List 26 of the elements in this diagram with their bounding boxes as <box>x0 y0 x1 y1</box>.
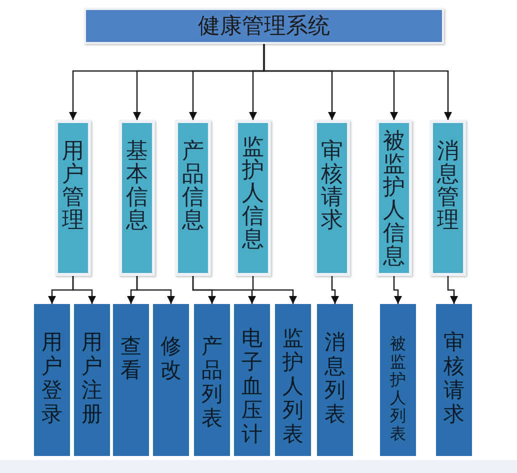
function-box: 消息列表 <box>317 304 353 456</box>
connector-arrow <box>192 276 256 304</box>
module-box: 基本信息 <box>119 120 155 276</box>
module-box: 被监护人信息 <box>376 120 412 276</box>
module-box: 监护人信息 <box>235 120 271 276</box>
function-box: 用户注册 <box>74 304 110 456</box>
function-box: 修改 <box>153 304 189 456</box>
connector-arrow <box>263 44 452 120</box>
module-box: 审核请求 <box>314 120 350 276</box>
function-box: 查看 <box>113 304 149 456</box>
module-box: 用户管理 <box>55 120 91 276</box>
connector-arrow <box>393 276 402 304</box>
system-box: 健康管理系统 <box>84 8 444 44</box>
module-box: 产品信息 <box>175 120 211 276</box>
connector-arrow <box>72 276 96 304</box>
module-box: 消息管理 <box>430 120 466 276</box>
function-box: 电子血压计 <box>234 304 270 456</box>
connector-arrow <box>136 276 175 304</box>
connector-arrow <box>252 276 297 304</box>
function-box: 审核请求 <box>436 304 472 456</box>
function-box: 监护人列表 <box>275 304 311 456</box>
function-box: 用户登录 <box>34 304 70 456</box>
function-box: 被监护人列表 <box>380 304 416 456</box>
connector-arrow <box>447 276 458 304</box>
function-box: 产品列表 <box>194 304 230 456</box>
connector-arrow <box>331 276 339 304</box>
